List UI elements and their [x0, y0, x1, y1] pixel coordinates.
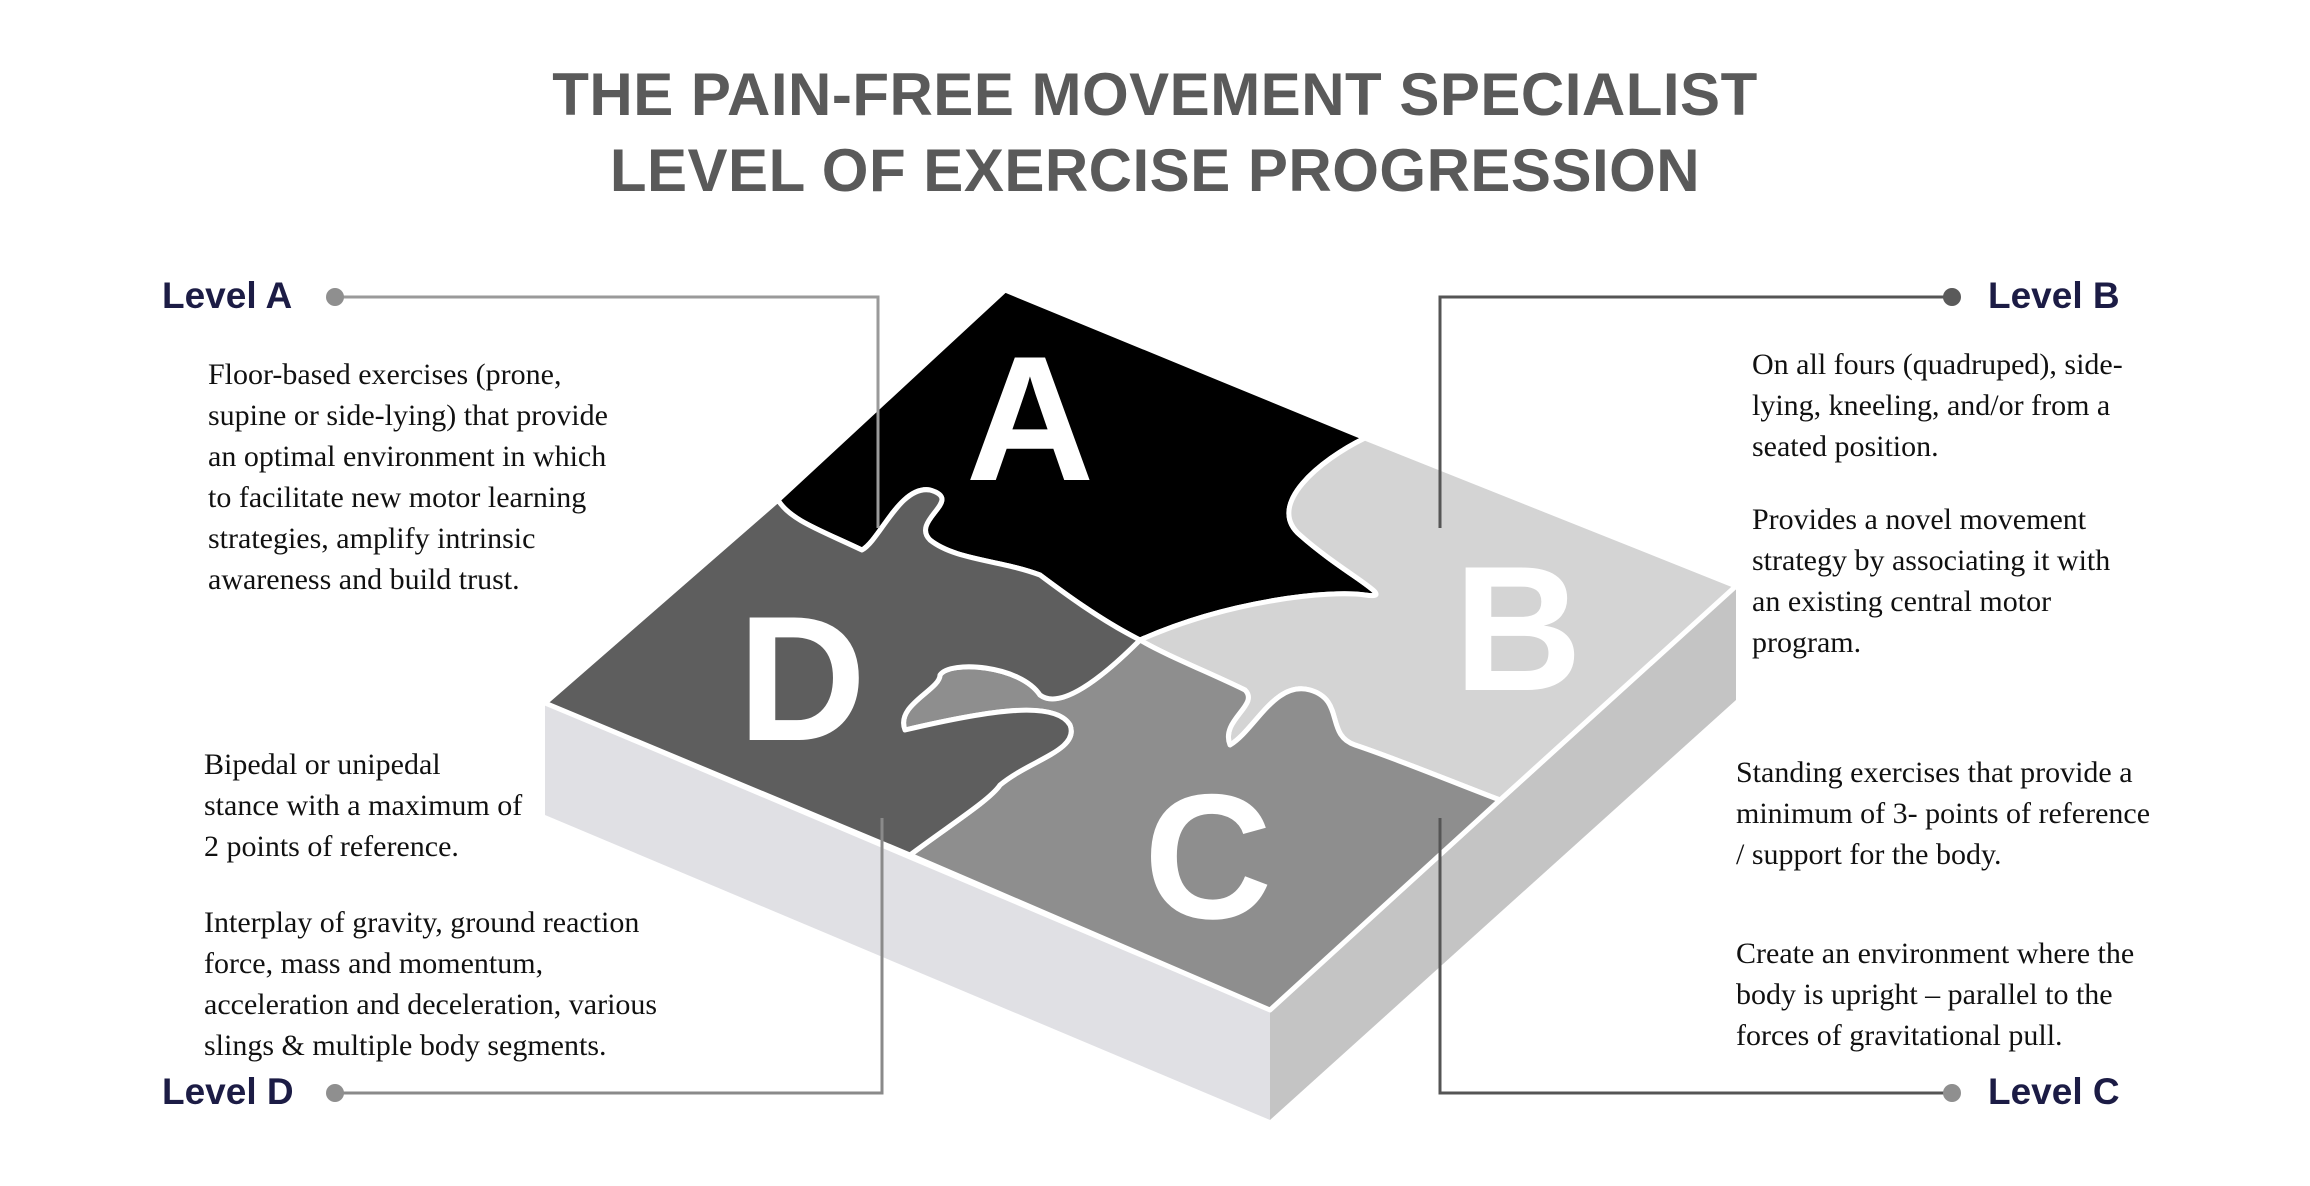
connector-dot-b	[1943, 288, 1961, 306]
connector-dot-d	[326, 1084, 344, 1102]
connector-level-d	[335, 818, 884, 1095]
puzzle-piece-d	[542, 487, 1143, 858]
level-b-label: Level B	[1988, 275, 2120, 316]
title-line-2: LEVEL OF EXERCISE PROGRESSION	[609, 137, 1701, 204]
level-d-description-2: Interplay of gravity, ground reaction fo…	[204, 906, 658, 1062]
level-a-label: Level A	[162, 275, 293, 316]
piece-letter-c: C	[1144, 757, 1273, 956]
level-c-description-2: Create an environment where the body is …	[1736, 937, 2135, 1052]
piece-letter-a: A	[966, 319, 1095, 518]
puzzle-base-right-face	[1270, 586, 1736, 1120]
title-line-1: THE PAIN-FREE MOVEMENT SPECIALIST	[552, 61, 1758, 128]
level-c-label: Level C	[1988, 1071, 2120, 1112]
piece-letter-b: B	[1454, 529, 1583, 728]
level-d-label: Level D	[162, 1071, 294, 1112]
piece-letter-d: D	[738, 579, 867, 778]
level-b-description-2: Provides a novel movement strategy by as…	[1752, 503, 2111, 659]
puzzle-base-left-face	[545, 703, 1270, 1120]
level-d-description-1: Bipedal or unipedal stance with a maximu…	[204, 744, 529, 867]
connector-dot-a	[326, 288, 344, 306]
connector-level-c	[1438, 818, 1952, 1095]
level-b-description-1: On all fours (quadruped), side- lying, k…	[1752, 348, 2123, 463]
level-a-description: Floor-based exercises (prone, supine or …	[208, 358, 608, 596]
level-c-description-1: Standing exercises that provide a minimu…	[1736, 756, 2151, 871]
connector-dot-c	[1943, 1084, 1961, 1102]
connector-level-b	[1438, 295, 1952, 528]
connector-level-a	[335, 295, 880, 528]
